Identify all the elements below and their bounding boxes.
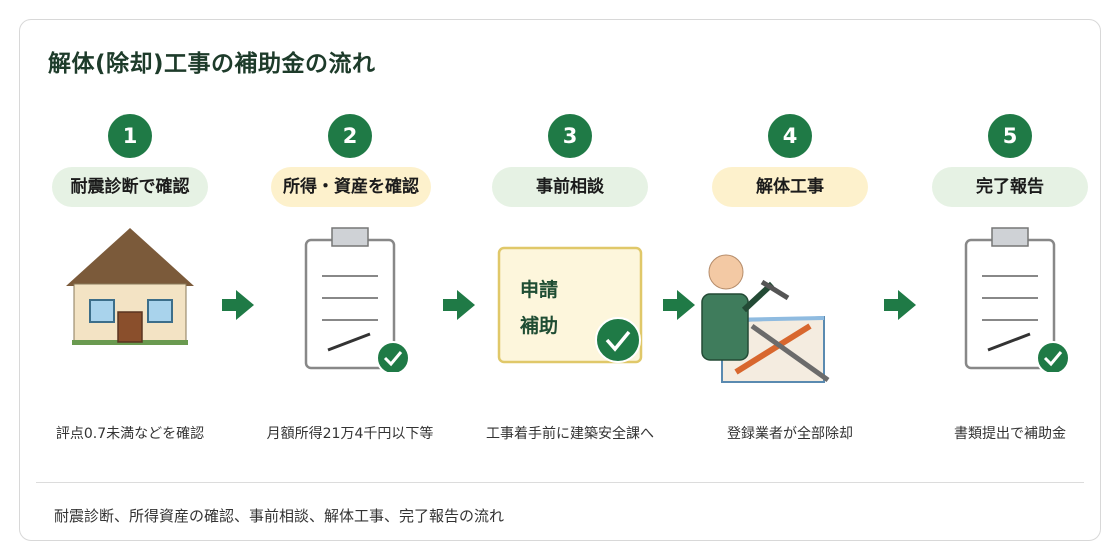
step-label-5: 完了報告 [932, 167, 1088, 207]
step-number-4: 4 [768, 114, 812, 158]
form-text-line1: 申請 [520, 278, 558, 301]
step-number-1: 1 [108, 114, 152, 158]
step-label-3: 事前相談 [492, 167, 648, 207]
step-number-3: 3 [548, 114, 592, 158]
clipboard-checklist-icon [964, 227, 1070, 372]
step-number-5: 5 [988, 114, 1032, 158]
footer-text: 耐震診断、所得資産の確認、事前相談、解体工事、完了報告の流れ [54, 507, 505, 525]
step-caption-1: 評点0.7未満などを確認 [55, 426, 205, 442]
arrow-right-icon [663, 290, 695, 320]
step-caption-4: 登録業者が全部除却 [727, 426, 853, 442]
arrow-right-icon [222, 290, 254, 320]
arrow-right-icon [884, 290, 916, 320]
step-caption-5: 書類提出で補助金 [954, 426, 1066, 442]
step-number-2: 2 [328, 114, 372, 158]
step-label-2: 所得・資産を確認 [271, 167, 431, 207]
step-label-4: 解体工事 [712, 167, 868, 207]
step-caption-2: 月額所得21万4千円以下等 [266, 426, 434, 442]
diagram-title: 解体(除却)工事の補助金の流れ [48, 51, 376, 77]
step-caption-3: 工事着手前に建築安全課へ [486, 426, 654, 442]
form-text-line2: 補助 [519, 314, 558, 337]
footer-divider [36, 482, 1084, 483]
arrow-right-icon [443, 290, 475, 320]
step-label-1: 耐震診断で確認 [52, 167, 208, 207]
house-icon [66, 228, 194, 345]
clipboard-checklist-icon [304, 227, 410, 372]
application-form-icon: 申請 補助 [497, 246, 643, 364]
demolition-worker-icon [701, 254, 830, 383]
